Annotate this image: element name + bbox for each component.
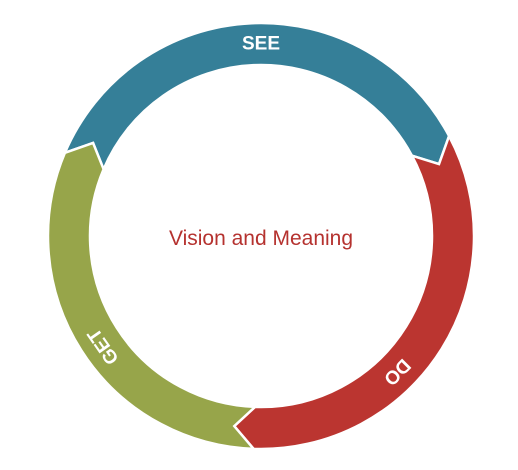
segment-label-see: SEE [242,34,280,55]
segment-get [46,141,259,451]
segment-do [232,132,476,451]
center-title: Vision and Meaning [169,227,353,250]
